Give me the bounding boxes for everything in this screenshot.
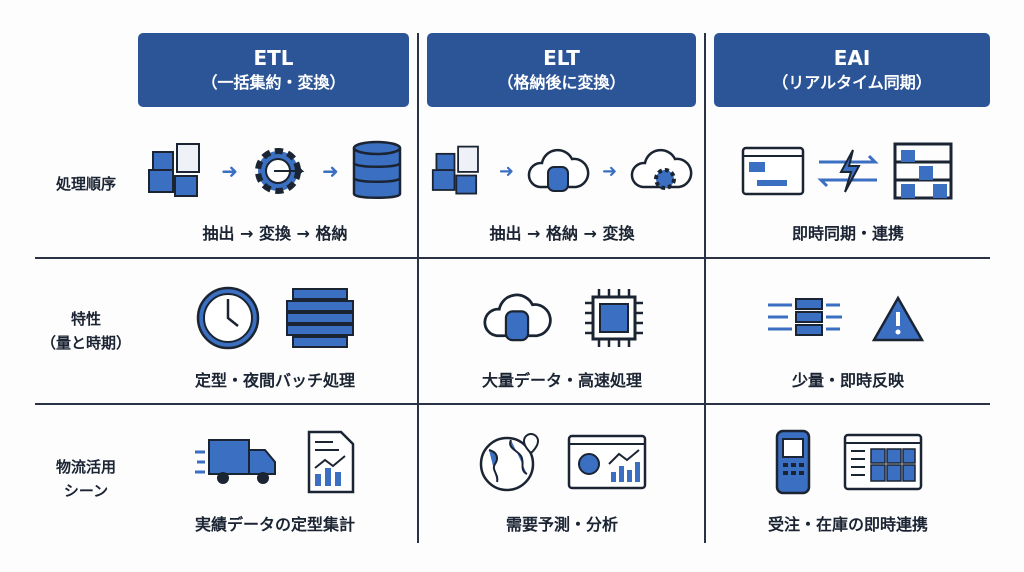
cell-caption: 実績データの定型集計 — [194, 515, 355, 534]
arrow-right-icon: ➜ — [322, 159, 339, 183]
cell-caption: 受注・在庫の即時連携 — [767, 515, 928, 534]
row-label-text: 処理順序 — [55, 175, 116, 193]
row-label-process: 処理順序 — [30, 172, 142, 196]
cell-etl-process: ➜ ➜ 抽出 → 変換 → 格納 — [135, 136, 415, 244]
column-header-etl: ETL （一括集約・変換） — [138, 33, 409, 107]
server-rack-icon — [286, 288, 354, 348]
cloud-database-icon — [527, 148, 590, 192]
arrow-right-icon: ➜ — [221, 159, 238, 183]
row-label-text: 特性 — [70, 310, 101, 328]
column-title: ELT — [543, 46, 580, 70]
cell-caption: 大量データ・高速処理 — [481, 371, 642, 390]
column-header-elt: ELT （格納後に変換） — [427, 33, 696, 107]
inventory-screen-icon — [843, 433, 923, 491]
report-chart-icon — [307, 430, 355, 494]
cell-eai-characteristics: 少量・即時反映 — [708, 283, 988, 391]
cell-caption: 需要予測・分析 — [505, 515, 618, 534]
column-header-eai: EAI （リアルタイム同期） — [714, 33, 990, 107]
row-divider — [35, 403, 990, 405]
warning-alert-icon — [871, 295, 925, 342]
arrow-right-icon: ➜ — [498, 160, 514, 182]
row-label-subtext: シーン — [63, 482, 109, 500]
cell-eai-logistics: 受注・在庫の即時連携 — [708, 427, 988, 535]
cell-elt-characteristics: 大量データ・高速処理 — [422, 283, 702, 391]
delivery-truck-icon — [195, 439, 276, 484]
column-divider — [704, 33, 706, 543]
row-label-characteristics: 特性 （量と時期） — [30, 307, 142, 355]
cloud-database-icon — [483, 293, 552, 342]
cell-caption: 抽出 → 格納 → 変換 — [489, 224, 635, 243]
handheld-scanner-icon — [775, 429, 811, 495]
database-icon — [352, 140, 402, 199]
warehouse-shelf-icon — [893, 142, 953, 200]
clock-night-icon — [196, 286, 260, 350]
column-subtitle: （格納後に変換） — [497, 73, 626, 92]
column-divider — [417, 33, 419, 543]
row-label-subtext: （量と時期） — [40, 334, 131, 352]
sync-lightning-icon — [817, 149, 879, 193]
column-subtitle: （一括集約・変換） — [201, 73, 346, 92]
cell-caption: 即時同期・連携 — [791, 224, 904, 243]
globe-location-icon — [479, 432, 540, 492]
row-label-text: 物流活用 — [55, 458, 116, 476]
column-title: ETL — [253, 46, 294, 70]
cell-caption: 定型・夜間バッチ処理 — [194, 371, 355, 390]
gear-transform-icon — [255, 148, 305, 194]
arrow-right-icon: ➜ — [602, 160, 618, 182]
cell-caption: 少量・即時反映 — [791, 371, 904, 390]
cell-caption: 抽出 → 変換 → 格納 — [202, 224, 348, 243]
cell-elt-process: ➜ ➜ 抽出 → 格納 → 変換 — [422, 136, 702, 244]
cell-elt-logistics: 需要予測・分析 — [422, 427, 702, 535]
app-window-icon — [741, 146, 805, 196]
cell-eai-process: 即時同期・連携 — [708, 136, 988, 244]
cpu-chip-icon — [585, 289, 643, 347]
row-divider — [35, 257, 990, 259]
fast-server-icon — [768, 298, 842, 336]
analytics-dashboard-icon — [567, 434, 647, 490]
row-label-logistics: 物流活用シーン — [30, 455, 142, 503]
boxes-document-icon — [148, 143, 201, 197]
cloud-gear-icon — [630, 148, 693, 190]
cell-etl-characteristics: 定型・夜間バッチ処理 — [135, 283, 415, 391]
column-title: EAI — [833, 46, 871, 70]
cell-etl-logistics: 実績データの定型集計 — [135, 427, 415, 535]
boxes-document-icon — [431, 145, 479, 195]
column-subtitle: （リアルタイム同期） — [772, 73, 932, 92]
